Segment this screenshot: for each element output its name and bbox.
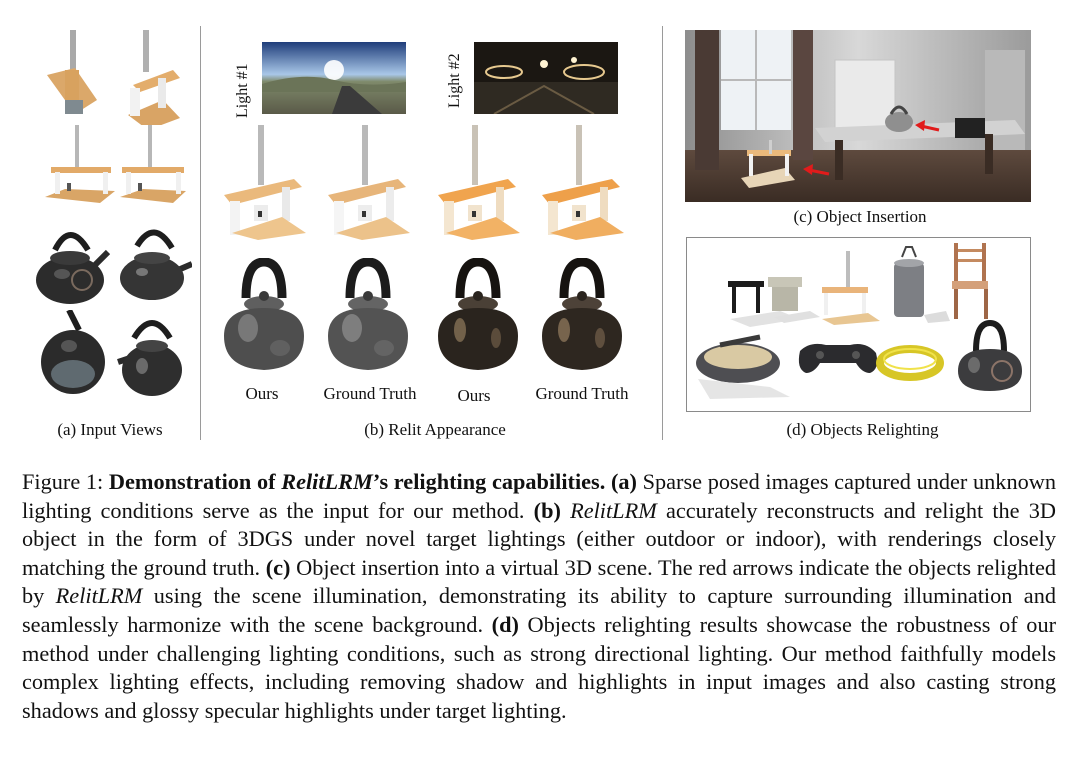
caption-label-a: (a)	[610, 469, 637, 494]
kettle-ours-light-2	[438, 258, 518, 370]
caption-text-a: Sparse posed images captured under unkno…	[22, 469, 1056, 523]
light-1-envmap	[262, 42, 406, 114]
divider-a-b	[200, 26, 201, 440]
divider-b-cd	[662, 26, 663, 440]
col-label-ours-2: Ours	[457, 386, 491, 405]
kettle-gt-light-2	[542, 258, 622, 370]
panel-d-caption: (d) Objects Relighting	[786, 420, 939, 439]
object-insertion-scene	[685, 30, 1031, 202]
light-1-label: Light #1	[234, 63, 251, 118]
bench-ours-light-1	[224, 125, 306, 240]
col-label-gt-2: Ground Truth	[535, 384, 629, 403]
caption-text-b: accurately reconstructs and relight the …	[22, 497, 1056, 580]
caption-text-d: Objects relighting results showcase the …	[22, 611, 1057, 723]
panel-c-caption: (c) Object Insertion	[793, 207, 927, 226]
panel-a-caption: (a) Input Views	[57, 420, 163, 439]
col-label-ours-1: Ours	[245, 384, 279, 403]
kettle-gt-light-1	[328, 258, 408, 370]
bench-ours-light-2	[438, 125, 520, 240]
input-view-kettle-4	[117, 320, 182, 396]
input-view-kettle-2	[120, 229, 192, 300]
caption-method-c: RelitLRM	[55, 583, 143, 609]
input-view-kettle-3	[41, 310, 105, 394]
input-view-bench-1	[47, 30, 97, 114]
input-view-bench-3	[45, 125, 115, 203]
bench-gt-light-1	[328, 125, 410, 240]
input-view-bench-2	[128, 30, 180, 125]
relighting-objects	[696, 243, 1022, 399]
caption-method-b: RelitLRM	[570, 497, 657, 523]
bench-gt-light-2	[542, 125, 624, 240]
kettle-ours-light-1	[224, 258, 304, 370]
caption-text-c-2: using the scene illumination, demonstrat…	[22, 583, 1056, 637]
caption-title-method: RelitLRM	[281, 469, 373, 494]
figure-label: Figure 1:	[22, 469, 104, 494]
caption-title-part-1: Demonstration of	[108, 469, 276, 494]
figure-caption: Figure 1: Demonstration of RelitLRM’s re…	[22, 468, 1056, 725]
caption-label-d: (d)	[491, 611, 519, 637]
input-view-kettle-1	[36, 232, 110, 304]
caption-label-c: (c)	[265, 554, 291, 580]
caption-title-part-2: ’s relighting capabilities.	[372, 469, 606, 494]
light-2-label: Light #2	[446, 53, 463, 108]
input-view-bench-4	[120, 125, 186, 203]
panel-b-caption: (b) Relit Appearance	[364, 420, 506, 439]
col-label-gt-1: Ground Truth	[323, 384, 417, 403]
light-2-envmap	[474, 42, 618, 114]
caption-text-c-1: Object insertion into a virtual 3D scene…	[22, 554, 1057, 609]
caption-label-b: (b)	[533, 497, 561, 523]
